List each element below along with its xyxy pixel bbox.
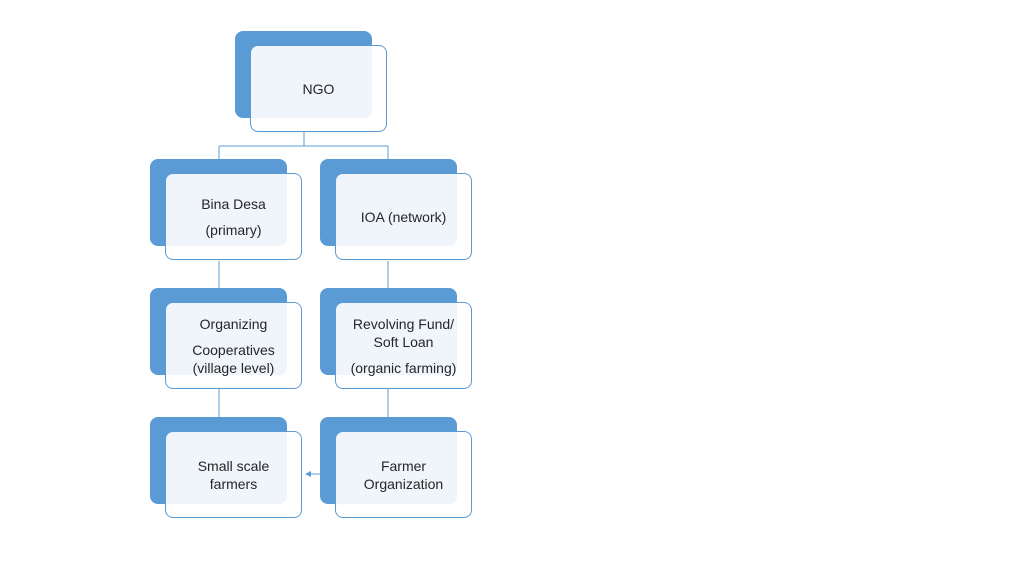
ngo-label: NGO xyxy=(302,80,335,97)
ioa-label: IOA (network) xyxy=(360,208,447,225)
organizing-node-box: Organizing Cooperatives (village level) xyxy=(165,302,302,389)
bina-desa-node-box: Bina Desa (primary) xyxy=(165,173,302,260)
revolving-fund-label: Revolving Fund/ xyxy=(352,315,455,332)
small-scale-farmers-node: Small scale farmers xyxy=(150,417,302,518)
small-scale-farmers-node-box: Small scale farmers xyxy=(165,431,302,518)
ioa-node-box: IOA (network) xyxy=(335,173,472,260)
organizing-node: Organizing Cooperatives (village level) xyxy=(150,288,302,389)
organic-farming-label: (organic farming) xyxy=(350,359,457,376)
soft-loan-label: Soft Loan xyxy=(373,333,434,350)
small-scale-label: Small scale xyxy=(197,457,270,474)
village-level-label: (village level) xyxy=(192,359,275,376)
arrow-head xyxy=(305,471,311,477)
farmer-label: Farmer xyxy=(380,457,427,474)
farmer-organization-node-box: Farmer Organization xyxy=(335,431,472,518)
farmers-label: farmers xyxy=(209,475,258,492)
revolving-fund-node-box: Revolving Fund/ Soft Loan (organic farmi… xyxy=(335,302,472,389)
bina-desa-label: Bina Desa xyxy=(201,195,266,212)
ngo-node: NGO xyxy=(235,31,387,132)
organization-label: Organization xyxy=(363,475,444,492)
ioa-node: IOA (network) xyxy=(320,159,472,260)
farmer-organization-node: Farmer Organization xyxy=(320,417,472,518)
ngo-node-box: NGO xyxy=(250,45,387,132)
cooperatives-label: Cooperatives xyxy=(192,341,275,358)
bina-desa-sublabel: (primary) xyxy=(205,221,262,238)
bina-desa-node: Bina Desa (primary) xyxy=(150,159,302,260)
organizing-label: Organizing xyxy=(199,315,268,332)
revolving-fund-node: Revolving Fund/ Soft Loan (organic farmi… xyxy=(320,288,472,389)
